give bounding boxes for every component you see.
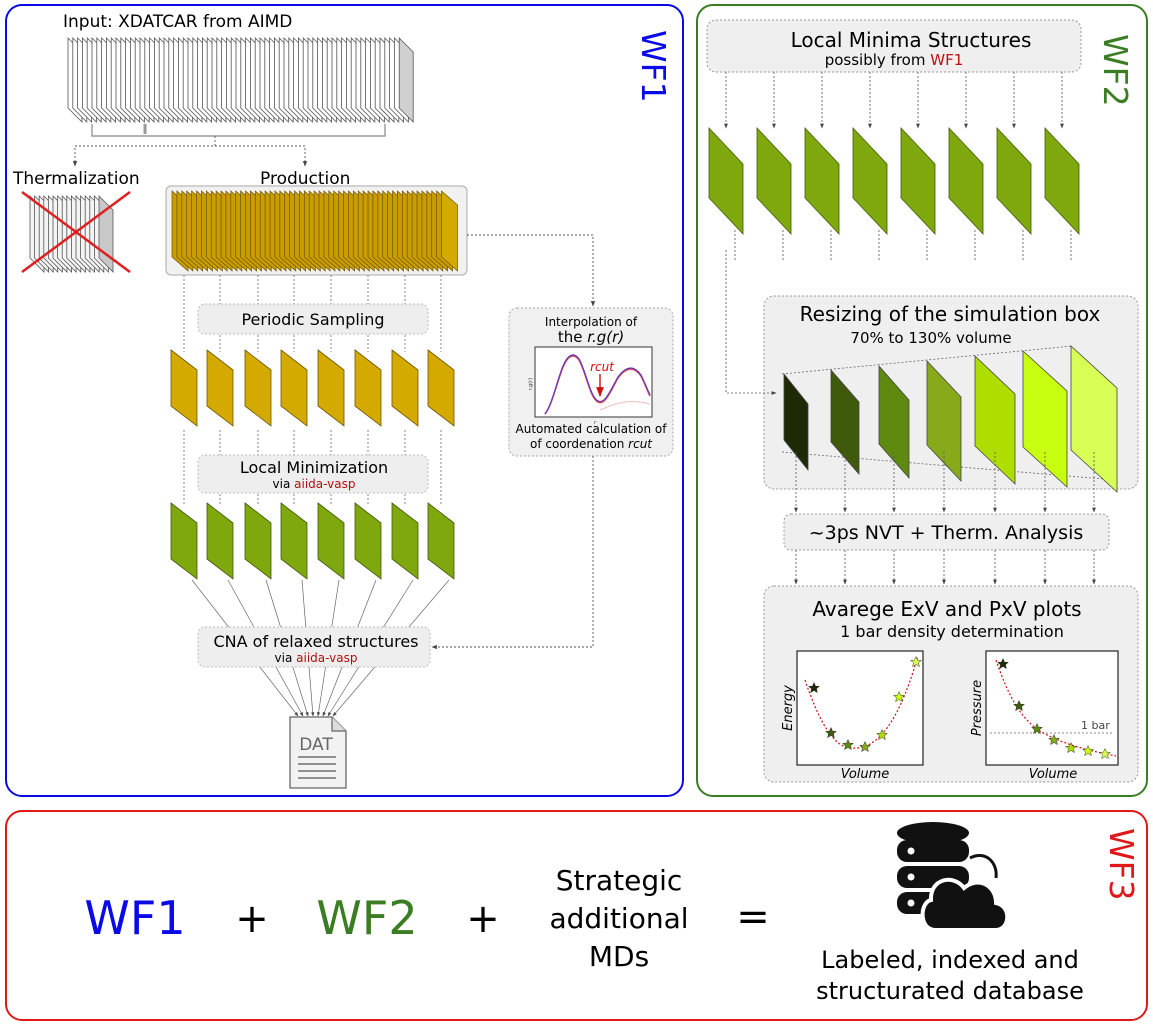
- wf3-term-strategic-line2: additional: [549, 902, 688, 935]
- automated-calc-line1: Automated calculation of: [516, 422, 668, 436]
- wf3-panel: [5, 810, 1148, 1021]
- local-minimization-via: via aiida-vasp: [273, 477, 356, 491]
- local-minima-box: [706, 19, 1082, 73]
- one-bar-label: 1 bar: [1081, 719, 1110, 732]
- dat-file-label: DAT: [299, 735, 333, 755]
- rdf-plot: r.g(r) r rcut: [528, 346, 653, 426]
- wf3-plus-2: +: [466, 896, 500, 942]
- local-minima-structures: [708, 126, 1080, 236]
- resized-boxes: [781, 345, 1118, 493]
- energy-ylabel: Energy: [781, 685, 796, 731]
- nvt-label: ~3ps NVT + Therm. Analysis: [809, 522, 1084, 544]
- xdatcar-frame-stack: [67, 37, 414, 123]
- local-minimization-label: Local Minimization: [240, 458, 388, 477]
- wf2-tag: WF2: [1096, 34, 1135, 107]
- interpolation-branch-arrow: [467, 234, 596, 307]
- wf1-tag: WF1: [634, 30, 673, 103]
- energy-xlabel: Volume: [841, 767, 890, 782]
- database-label-line1: Labeled, indexed and: [821, 946, 1079, 974]
- input-split-bracket: [91, 124, 386, 137]
- nvt-box: [783, 513, 1110, 551]
- periodic-sampling-label: Periodic Sampling: [241, 310, 384, 329]
- cna-via: via aiida-vasp: [275, 651, 358, 665]
- minima-to-resize-arrow: [725, 250, 777, 395]
- wf3-term-wf1: WF1: [84, 891, 185, 945]
- resizing-sub: 70% to 130% volume: [850, 329, 1011, 347]
- local-minimization-box: [197, 454, 429, 494]
- interpolation-line2: the r.g(r): [558, 328, 624, 346]
- local-minima-title: Local Minima Structures: [791, 28, 1032, 52]
- rcut-label: rcut: [590, 360, 615, 374]
- plots-sub: 1 bar density determination: [840, 622, 1064, 641]
- production-label: Production: [260, 169, 350, 189]
- wf3-tag: WF3: [1102, 828, 1141, 901]
- sampled-structures: [170, 349, 455, 427]
- resizing-title: Resizing of the simulation box: [800, 302, 1101, 326]
- input-label: Input: XDATCAR from AIMD: [63, 12, 292, 32]
- rdf-ylabel: r.g(r): [528, 378, 534, 390]
- rcut-to-cna-arrow: [431, 456, 594, 650]
- cna-box: [197, 626, 431, 668]
- pressure-ylabel: Pressure: [970, 680, 985, 736]
- dat-file-icon: [289, 716, 347, 789]
- pressure-xlabel: Volume: [1029, 767, 1078, 782]
- wf3-term-strategic-line1: Strategic: [556, 864, 683, 897]
- wf3-term-wf2: WF2: [316, 891, 417, 945]
- wf1-panel: [5, 4, 684, 797]
- wf3-plus-1: +: [235, 896, 269, 942]
- database-cloud-icon: [897, 822, 1010, 932]
- production-frame-stack: [171, 190, 458, 272]
- database-label-line2: structurated database: [816, 977, 1084, 1005]
- local-minima-sub: possibly from WF1: [825, 51, 964, 69]
- wf3-equals: =: [736, 894, 770, 940]
- rdf-xlabel: r: [594, 420, 597, 426]
- interpolation-line1: Interpolation of: [545, 315, 638, 329]
- periodic-sampling-box: [197, 303, 429, 335]
- cna-label: CNA of relaxed structures: [213, 632, 418, 651]
- plots-title: Avarege ExV and PxV plots: [812, 597, 1081, 621]
- automated-calc-line2: of coordenation rcut: [530, 437, 653, 451]
- thermalization-label: Thermalization: [12, 169, 140, 189]
- wf2-panel: [696, 4, 1148, 797]
- wf3-term-strategic-line3: MDs: [589, 940, 649, 973]
- discard-cross-icon: [21, 190, 131, 274]
- minimized-structures: [170, 502, 455, 580]
- energy-volume-plot: Energy Volume: [781, 650, 924, 782]
- pressure-volume-plot: 1 bar Pressure Volume: [970, 650, 1119, 782]
